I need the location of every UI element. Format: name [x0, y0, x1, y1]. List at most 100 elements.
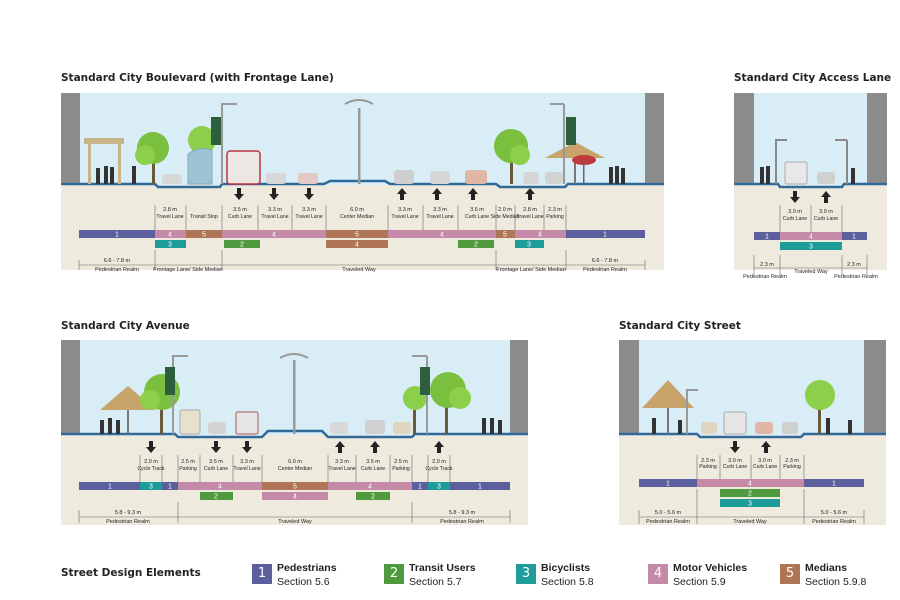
streetlight-icon: [686, 389, 698, 434]
legend-number: 2: [384, 564, 404, 584]
legend-name: Transit Users: [409, 562, 476, 574]
bar-code: 1: [603, 232, 607, 239]
bar-transit: [200, 492, 233, 500]
width-label: 2.3 m: [785, 458, 799, 464]
bar-pedestrians: [804, 479, 864, 487]
realm-label: Pedestrian Realm: [646, 519, 690, 525]
width-label: 3.3 m: [268, 207, 282, 213]
realm-label: Frontage Lane/ Side Median: [496, 267, 565, 273]
access-ground: [734, 185, 887, 270]
width-label: 2.8 m: [523, 207, 537, 213]
lane-label: Travel Lane: [328, 466, 355, 472]
legend-name: Motor Vehicles: [673, 562, 748, 574]
avenue-lane-labels: Cycle Track Parking Curb Lane Travel Lan…: [137, 466, 453, 472]
banner-icon: [420, 367, 430, 395]
width-label: 3.3 m: [240, 459, 254, 465]
bar-vehicles: [222, 230, 326, 238]
bar-code: 5: [355, 232, 359, 239]
building-right: [867, 93, 887, 185]
street-bar-codes: 1 4 1 2 3: [666, 481, 836, 508]
lane-label: Parking: [546, 214, 564, 220]
dim-label: 6.6 - 7.8 m: [104, 258, 131, 264]
bar-code: 1: [852, 234, 856, 241]
width-label: 3.3 m: [335, 459, 349, 465]
legend-section: Section 5.9.8: [805, 576, 867, 588]
bar-code: 5: [503, 232, 507, 239]
banner-icon: [566, 117, 576, 145]
bar-code: 2: [748, 491, 752, 498]
width-label: 2.0 m: [498, 207, 512, 213]
bar-pedestrians: [162, 482, 178, 490]
boulevard-bar-codes: 1 4 5 4 5 4 5 4 1 3 2 4 5 4 2 3: [115, 232, 607, 249]
legend-number: 3: [516, 564, 536, 584]
realm-label: Pedestrian Realm: [812, 519, 856, 525]
bar-medians: [186, 230, 222, 238]
boulevard-dims: 6.6 - 7.8 m 6.6 - 7.8 m: [104, 258, 619, 264]
streetlight-icon: [775, 139, 787, 184]
dim-label: 5.0 - 5.6 m: [821, 510, 848, 516]
realm-label: Frontage Lane/ Side Median: [153, 267, 222, 273]
bar-code: 3: [527, 242, 531, 249]
car-icon: [755, 422, 773, 434]
boulevard-sky: [80, 93, 645, 185]
bar-transit: [720, 489, 780, 497]
width-label: 3.0 m: [819, 209, 833, 215]
dim-label: 2.3 m: [760, 262, 774, 268]
street-dims: 5.0 - 5.6 m 5.0 - 5.6 m Pedestrian Realm…: [646, 510, 856, 525]
legend-section: Section 5.7: [409, 576, 462, 588]
lane-label: Transit Stop: [190, 214, 218, 220]
bar-transit: [224, 240, 260, 248]
bar-code: 4: [748, 481, 752, 488]
width-label: 2.5 m: [394, 459, 408, 465]
realm-label: Traveled Way: [278, 519, 312, 525]
lane-label: Curb Lane: [783, 216, 807, 222]
lane-label: Travel Lane: [156, 214, 183, 220]
building-left: [619, 340, 639, 435]
lane-label: Curb Lane: [228, 214, 252, 220]
street-title: Standard City Street: [619, 320, 741, 332]
bar-pedestrians: [842, 232, 867, 240]
bar-code: 1: [115, 232, 119, 239]
width-label: 3.5 m: [470, 207, 484, 213]
streetlight-icon: [835, 139, 848, 184]
car-icon: [365, 420, 385, 434]
streetlight-icon: [344, 99, 374, 184]
realm-label: Traveled Way: [342, 267, 376, 273]
tree-icon: [430, 372, 471, 434]
boulevard-title: Standard City Boulevard (with Frontage L…: [61, 72, 334, 84]
access-dims: 2.3 m 2.3 m Pedestrian Realm Traveled Wa…: [743, 262, 878, 280]
bar-vehicles: [328, 482, 412, 490]
lane-label: Parking: [699, 464, 717, 470]
bar-code: 2: [240, 242, 244, 249]
width-label: 3.5 m: [233, 207, 247, 213]
width-label: 2.8 m: [163, 207, 177, 213]
bar-vehicles: [515, 230, 566, 238]
bar-pedestrians: [79, 482, 140, 490]
traffic-arrows: [146, 441, 444, 453]
bar-pedestrians: [754, 232, 780, 240]
car-icon: [162, 174, 182, 184]
truck-icon: [723, 411, 747, 435]
width-label: 3.0 m: [728, 458, 742, 464]
bar-code: 3: [149, 484, 153, 491]
lane-label: Curb Lane: [753, 464, 777, 470]
boulevard-width-labels: 2.8 m 3.5 m 3.3 m 3.3 m 6.0 m 3.3 m 3.3 …: [163, 207, 562, 213]
dim-label: 5.0 - 5.6 m: [655, 510, 682, 516]
traffic-arrows: [790, 191, 831, 203]
avenue-dims: 5.8 - 9.3 m 5.8 - 9.3 m Pedestrian Realm…: [106, 510, 484, 525]
realm-label: Pedestrian Realm: [583, 267, 627, 273]
bar-code: 2: [214, 494, 218, 501]
lane-label: Curb Lane: [361, 466, 385, 472]
red-umbrella-icon: [572, 155, 596, 184]
legend-name: Medians: [805, 562, 848, 574]
car-icon: [465, 170, 487, 184]
lane-label: Curb Lane: [465, 214, 489, 220]
lane-label: Travel Lane: [426, 214, 453, 220]
building-right: [645, 93, 664, 185]
bar-code: 4: [355, 242, 359, 249]
width-label: 3.5 m: [209, 459, 223, 465]
bar-vehicles: [780, 232, 842, 240]
bar-code: 2: [474, 242, 478, 249]
avenue-title: Standard City Avenue: [61, 320, 190, 332]
dim-label: 2.3 m: [847, 262, 861, 268]
